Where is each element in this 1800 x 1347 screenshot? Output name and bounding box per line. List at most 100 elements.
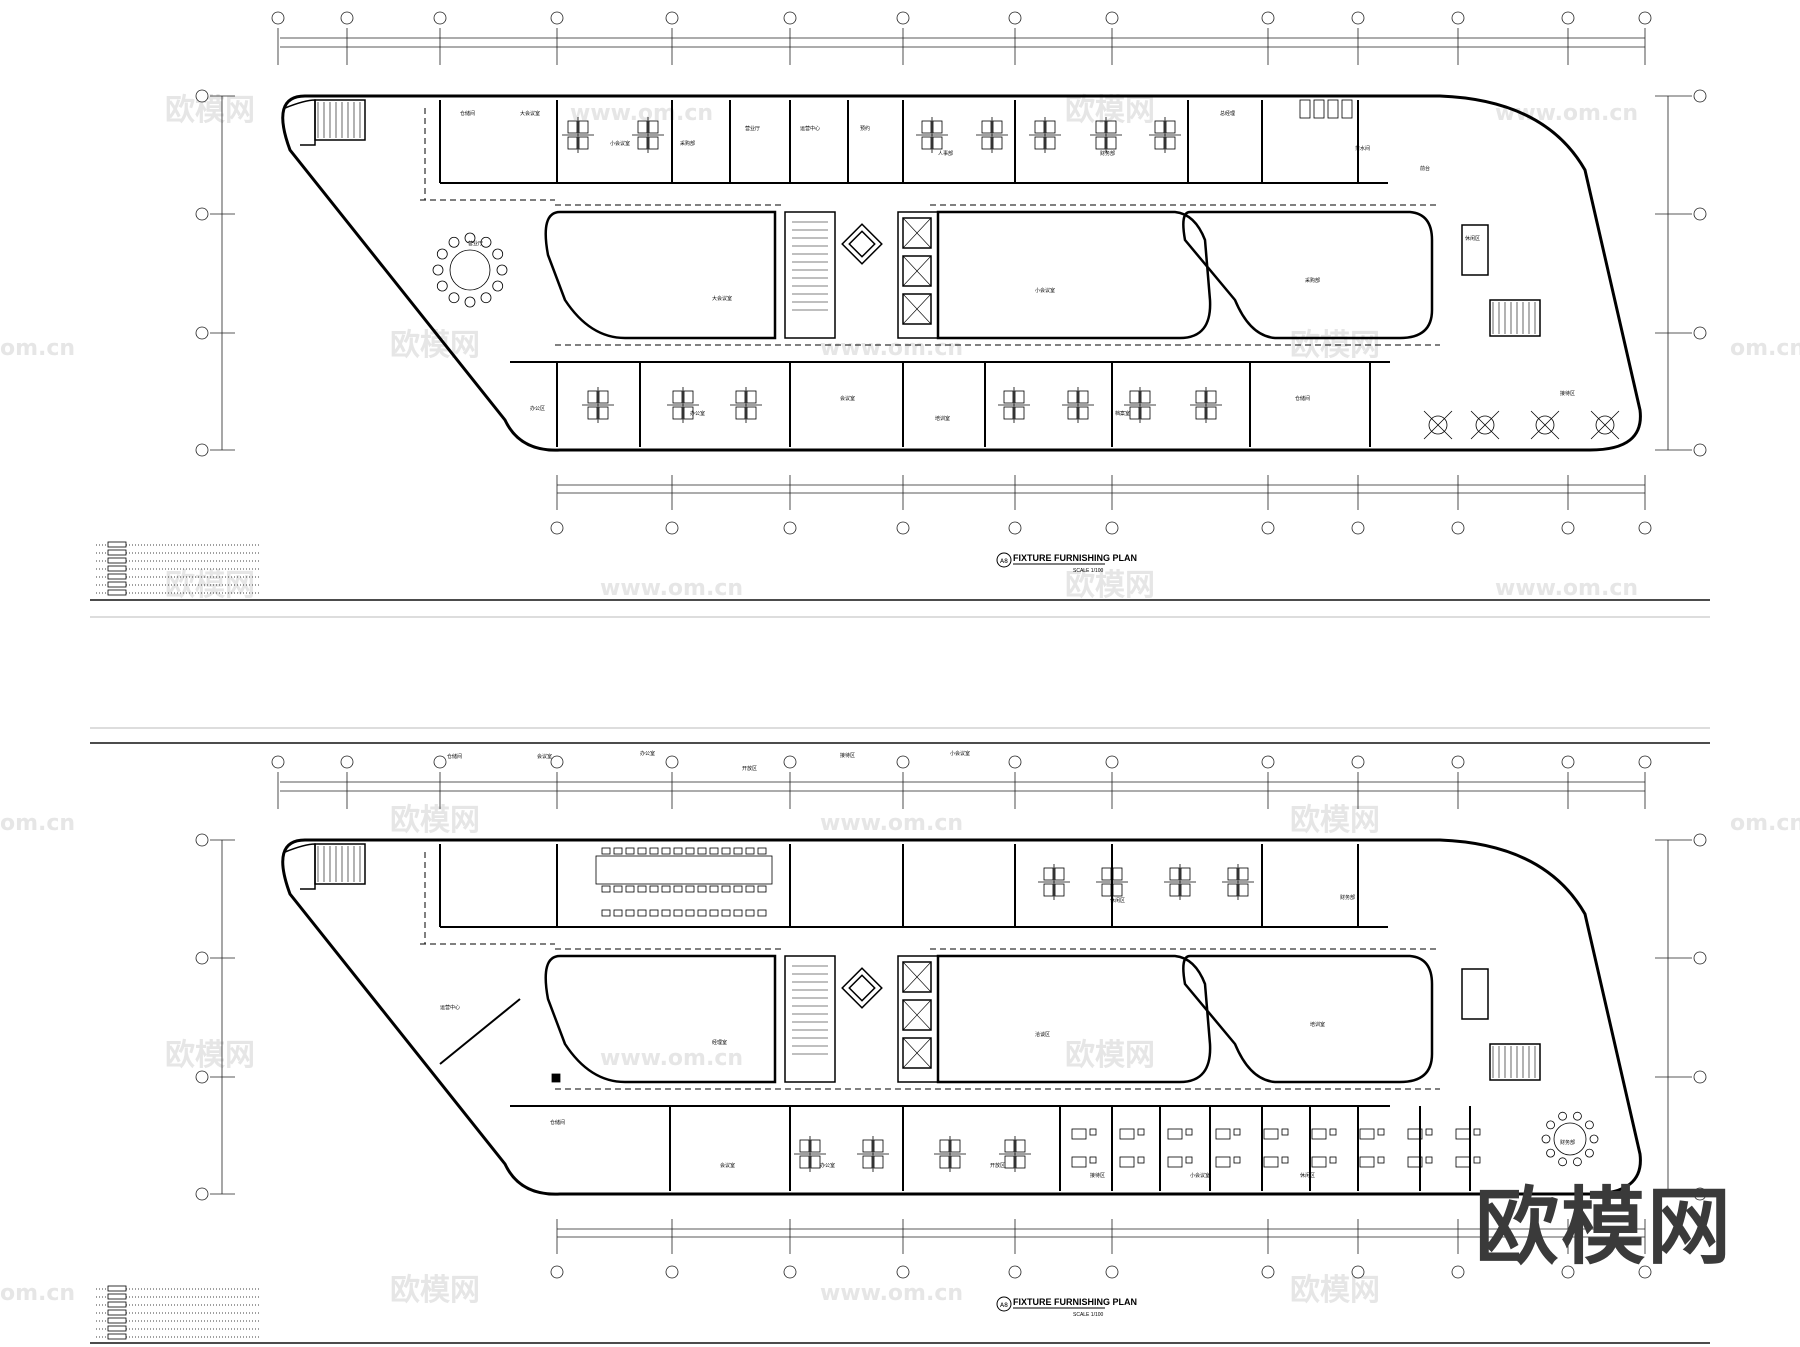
- room-label: 大会议室: [712, 295, 732, 302]
- desk: [567, 136, 578, 150]
- chair: [721, 909, 731, 917]
- row-axis-bubble: [1693, 443, 1707, 457]
- watermark-url: www.om.cn: [820, 811, 963, 836]
- atrium-void-center: [936, 210, 1212, 340]
- sheet-divider: [90, 599, 1710, 1344]
- desk: [735, 406, 746, 420]
- grid-axis-bubble: [1105, 521, 1119, 535]
- desk: [598, 390, 609, 404]
- grid-axis-bubble: [1451, 1265, 1465, 1279]
- grid-axis-bubble: [665, 755, 679, 769]
- desk: [648, 136, 659, 150]
- chair: [625, 885, 635, 893]
- elevator-right: [1461, 224, 1489, 276]
- grid-axis-bubble: [550, 521, 564, 535]
- title-badge: [996, 1296, 1012, 1312]
- cafe-table: [1428, 415, 1448, 435]
- atrium-void-right: [1182, 954, 1434, 1084]
- desk: [637, 136, 648, 150]
- furniture: [551, 847, 1599, 1172]
- room-label: 小会议室: [1035, 287, 1055, 294]
- desk: [672, 406, 683, 420]
- desk: [981, 136, 992, 150]
- desk: [683, 390, 694, 404]
- legend: [96, 541, 260, 596]
- corridor-line: [555, 948, 1440, 1090]
- corridor-line: [420, 852, 555, 945]
- desk: [1003, 406, 1014, 420]
- partition-wall: [439, 998, 521, 1065]
- row-axis-bubble: [1693, 833, 1707, 847]
- chair: [496, 264, 508, 276]
- building-outline: [281, 838, 1642, 1196]
- chair: [1185, 1128, 1193, 1136]
- watermark-url: om.cn: [0, 336, 75, 361]
- legend-swatch: [107, 1285, 127, 1292]
- grid-axis-bubble: [665, 11, 679, 25]
- desk: [1206, 390, 1217, 404]
- desk: [1227, 867, 1238, 881]
- room-label: 营业厅: [745, 125, 760, 132]
- watermark-logo: 欧模网: [1475, 1178, 1734, 1276]
- desk: [1014, 406, 1025, 420]
- desk: [578, 136, 589, 150]
- legend-swatch: [107, 581, 127, 588]
- room-label: 仓储间: [550, 1119, 565, 1126]
- elevator-cross: [902, 1037, 932, 1069]
- small-desk: [1407, 1128, 1423, 1140]
- chair: [432, 264, 444, 276]
- dimension-lines: [195, 755, 1707, 1279]
- small-desk: [1311, 1156, 1327, 1168]
- desk: [810, 1139, 821, 1153]
- round-table: [1553, 1122, 1587, 1156]
- grid-axis-bubble: [665, 1265, 679, 1279]
- desk: [921, 136, 932, 150]
- desk: [932, 136, 943, 150]
- room-label: 接待区: [840, 752, 855, 759]
- desk: [1106, 136, 1117, 150]
- plan-title: FIXTURE FURNISHING PLAN: [1013, 1297, 1137, 1307]
- chair: [697, 909, 707, 917]
- plan-scale: SCALE 1/100: [1073, 568, 1104, 574]
- row-axis-bubble: [195, 207, 209, 221]
- room-label: 小会议室: [610, 140, 630, 147]
- small-desk: [1311, 1128, 1327, 1140]
- chair: [733, 909, 743, 917]
- desk: [1238, 867, 1249, 881]
- chair: [436, 280, 448, 292]
- desk: [950, 1155, 961, 1169]
- grid-axis-bubble: [340, 11, 354, 25]
- chair: [1573, 1111, 1582, 1121]
- lobby-feature: [841, 967, 883, 1009]
- watermark-url: www.om.cn: [600, 1046, 743, 1071]
- desk: [1165, 136, 1176, 150]
- room-labels: 仓储间会议室办公室开放区接待区小会议室休闲区财务部运营中心经理室洽谈区培训室仓储…: [440, 750, 1575, 1179]
- atrium-void-left: [544, 210, 777, 340]
- desk: [810, 1155, 821, 1169]
- chair: [1585, 1120, 1594, 1130]
- desk: [1004, 1155, 1015, 1169]
- grid-axis-bubble: [433, 755, 447, 769]
- room-label: 休闲区: [1110, 897, 1125, 904]
- room-label: 档案室: [1115, 410, 1130, 417]
- watermark-brand: 欧模网: [1065, 1038, 1155, 1073]
- room-label: 培训室: [935, 415, 950, 422]
- core: [284, 843, 1541, 1083]
- atrium-voids: [544, 210, 1434, 340]
- elevator-car: [902, 961, 932, 993]
- chair: [697, 847, 707, 855]
- room-label: 小会议室: [950, 750, 970, 757]
- chair: [448, 236, 460, 248]
- grid-axis-bubble: [1008, 521, 1022, 535]
- desk: [981, 120, 992, 134]
- chair: [1233, 1128, 1241, 1136]
- legend-swatch: [107, 565, 127, 572]
- chair: [697, 885, 707, 893]
- grid-axis-bubble: [1105, 11, 1119, 25]
- chair: [685, 909, 695, 917]
- desk: [598, 406, 609, 420]
- watermark-url: www.om.cn: [1495, 101, 1638, 126]
- plan-title: FIXTURE FURNISHING PLAN: [1013, 553, 1137, 563]
- room-label: 会议室: [720, 1162, 735, 1169]
